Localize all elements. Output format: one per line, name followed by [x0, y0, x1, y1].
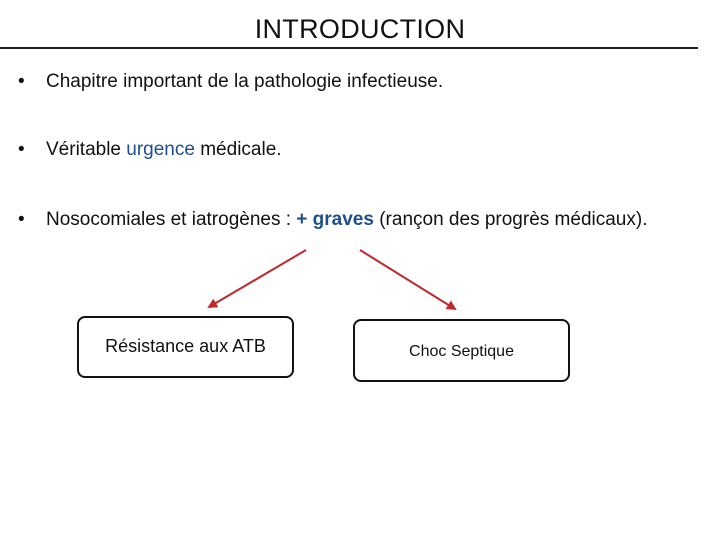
bullet-text-end: (rançon des progrès médicaux).	[373, 209, 648, 230]
bullet-dot: •	[18, 71, 25, 92]
slide-title: INTRODUCTION	[254, 14, 466, 44]
bullet-text-start: Véritable	[46, 139, 127, 160]
bullet-dot: •	[18, 139, 25, 160]
bullet-text: Nosocomiales et iatrogènes : + graves (r…	[46, 207, 658, 233]
bullet-item: • Nosocomiales et iatrogènes : + graves …	[18, 207, 658, 233]
bullet-item: • Chapitre important de la pathologie in…	[18, 69, 658, 95]
arrow-to-choc-septique	[359, 249, 457, 311]
bullet-item: • Véritable urgence médicale.	[18, 137, 658, 163]
box-label: Résistance aux ATB	[105, 336, 266, 356]
bullet-text-end: médicale.	[194, 139, 282, 160]
title-underline	[0, 47, 698, 49]
highlight-graves: + graves	[296, 209, 374, 230]
box-choc-septique: Choc Septique	[353, 319, 570, 382]
bullet-text-start: Nosocomiales et iatrogènes :	[46, 209, 297, 230]
box-label: Choc Septique	[409, 343, 514, 360]
bullet-dot: •	[18, 209, 25, 230]
arrow-to-resistance	[207, 249, 307, 309]
bullet-text: Véritable urgence médicale.	[46, 137, 658, 163]
box-resistance-atb: Résistance aux ATB	[77, 316, 294, 378]
bullet-text: Chapitre important de la pathologie infe…	[46, 71, 444, 92]
highlight-urgence: urgence	[126, 139, 195, 160]
